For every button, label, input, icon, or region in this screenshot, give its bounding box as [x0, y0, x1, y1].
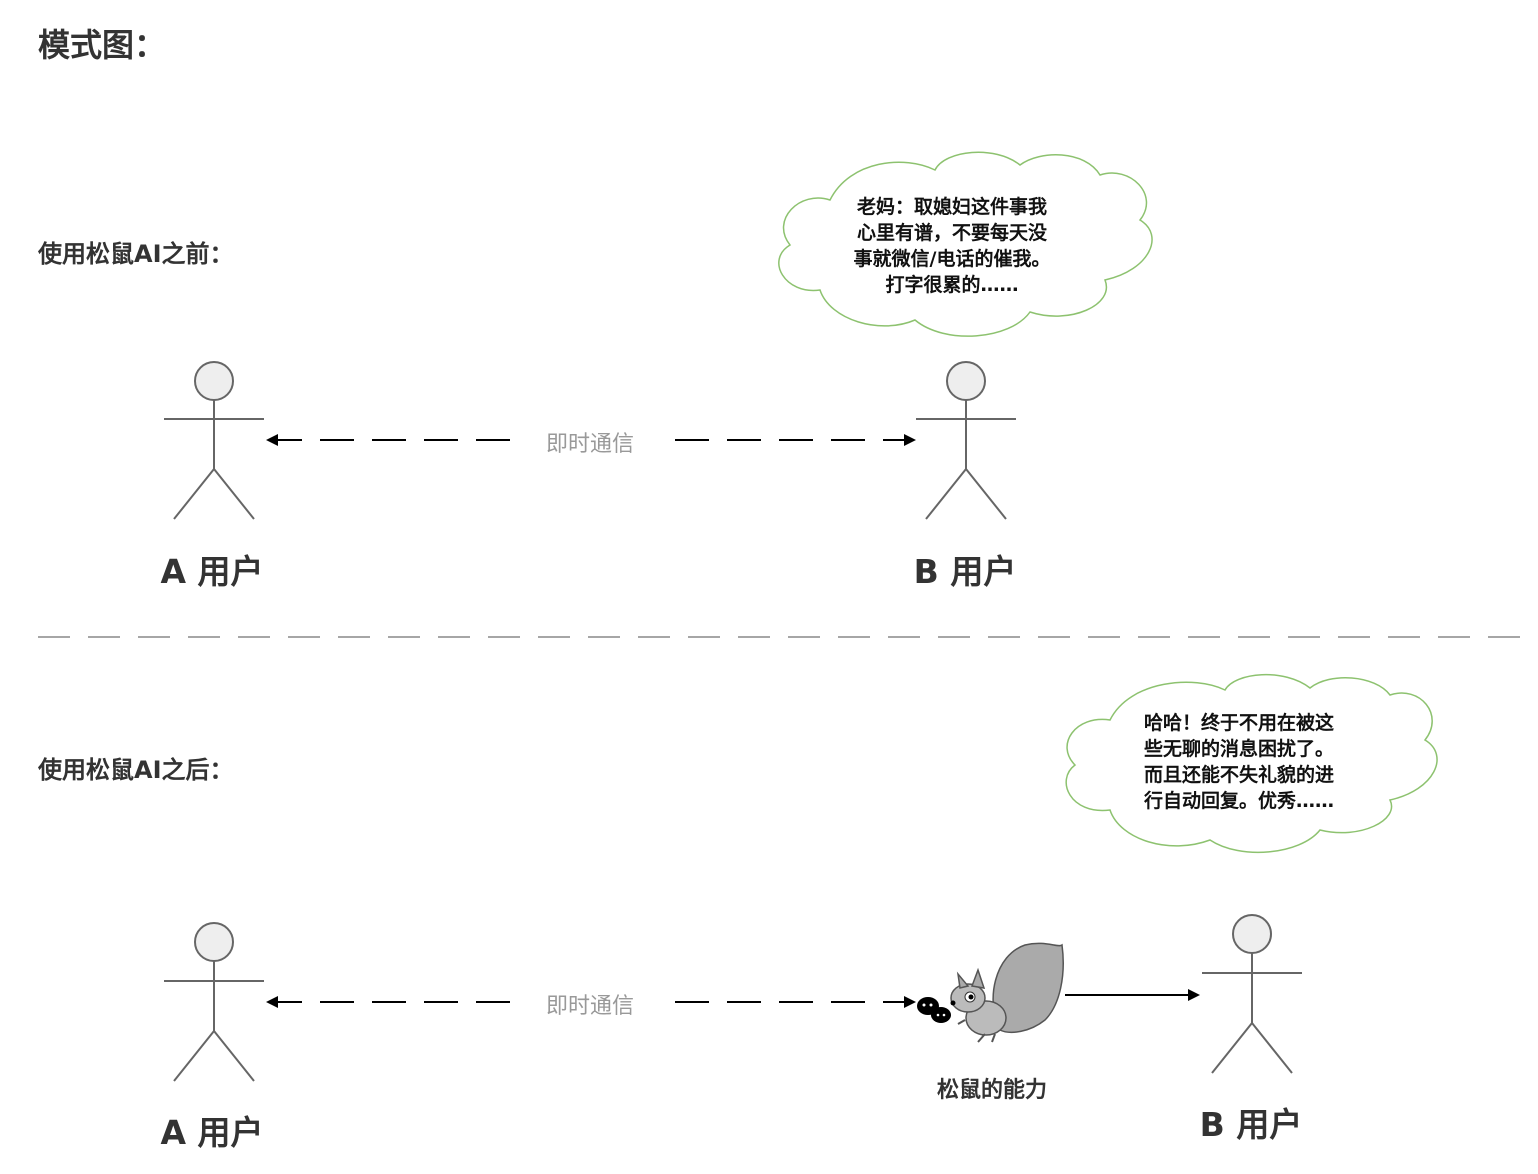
- bubble-line: 而且还能不失礼貌的进: [1143, 764, 1334, 786]
- bubble-line: 老妈：取媳妇这件事我: [856, 196, 1047, 218]
- bubble-line: 心里有谱，不要每天没: [856, 222, 1047, 244]
- channel-label-before: 即时通信: [545, 432, 634, 457]
- bubble-line: 打字很累的……: [885, 274, 1019, 296]
- bubble-line: 哈哈！终于不用在被这: [1143, 712, 1334, 734]
- actor-label-b-after: B 用户: [1199, 1105, 1303, 1144]
- squirrel-capability-label: 松鼠的能力: [936, 1078, 1047, 1103]
- squirrel-icon: [950, 942, 1064, 1043]
- actor-label-a-before: A 用户: [160, 552, 264, 591]
- bubble-line: 行自动回复。优秀……: [1143, 790, 1334, 812]
- actor-b-before: [916, 361, 1016, 520]
- wechat-icon: [917, 997, 951, 1023]
- page-title: 模式图：: [38, 26, 167, 64]
- actor-label-b-before: B 用户: [913, 552, 1017, 591]
- channel-label-after: 即时通信: [545, 994, 634, 1019]
- thought-cloud-before: [778, 151, 1153, 337]
- actor-a-before: [164, 361, 264, 520]
- section-label-before: 使用松鼠AI之前：: [38, 240, 234, 268]
- bubble-line: 事就微信/电话的催我。: [853, 248, 1051, 270]
- actor-a-after: [164, 922, 264, 1082]
- bubble-text-after: 哈哈！终于不用在被这 些无聊的消息困扰了。 而且还能不失礼貌的进 行自动回复。优…: [1119, 710, 1359, 814]
- thought-cloud-after: [1065, 673, 1438, 854]
- actor-b-after: [1202, 914, 1302, 1074]
- bubble-line: 些无聊的消息困扰了。: [1143, 738, 1334, 760]
- section-label-after: 使用松鼠AI之后：: [38, 756, 234, 784]
- bubble-text-before: 老妈：取媳妇这件事我 心里有谱，不要每天没 事就微信/电话的催我。 打字很累的……: [832, 194, 1072, 298]
- actor-label-a-after: A 用户: [160, 1113, 264, 1152]
